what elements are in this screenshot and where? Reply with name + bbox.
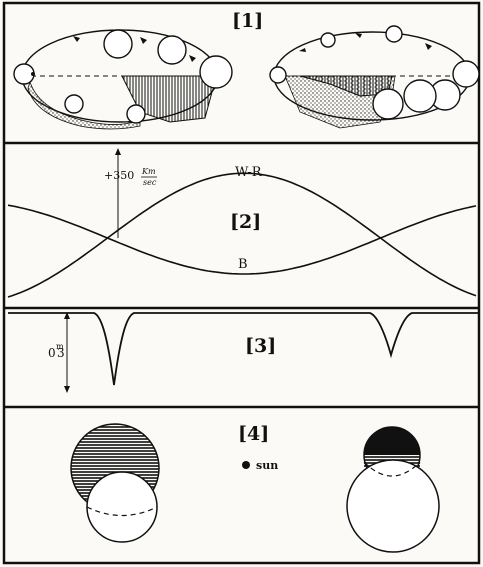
panel-4-eclipse-geometry: [4] sun	[71, 423, 439, 552]
left-orbit-focus	[31, 72, 35, 76]
left-orbit-arrow-2	[140, 37, 147, 44]
curve-b-label: B	[238, 257, 248, 272]
right-orbit-arrow-3	[425, 43, 432, 50]
amplitude-subscript: 3	[57, 346, 65, 360]
velocity-arrow-head	[115, 148, 121, 155]
amplitude-arrow-down	[64, 386, 70, 393]
velocity-unit-bottom: sec	[143, 178, 157, 187]
left-small-star-front	[87, 472, 157, 542]
right-orbit-sketch	[270, 26, 479, 128]
velocity-value-label: +350	[104, 169, 134, 182]
left-orbit-arrow-1	[73, 36, 80, 42]
right-star-top-2	[386, 26, 402, 42]
panel-2-velocity-curves: [2] +350 Km sec W-R B	[8, 148, 476, 297]
sun-dot	[242, 461, 250, 469]
right-orbit-arrow-2	[355, 33, 362, 38]
panel-3-number: [3]	[245, 335, 276, 357]
right-star-apastron	[453, 61, 479, 87]
velocity-unit-top: Km	[141, 167, 156, 176]
right-star-periastron	[270, 67, 286, 83]
right-large-star-front	[347, 460, 439, 552]
left-star-top-2	[158, 36, 186, 64]
left-orbit-arrow-3	[189, 55, 196, 62]
amplitude-main: 0	[48, 346, 56, 360]
right-star-lower-left	[373, 89, 403, 119]
panel-4-number: [4]	[238, 423, 269, 445]
right-small-star-dark-cap	[364, 427, 420, 455]
panel-2-number: [2]	[230, 211, 261, 233]
light-curve-line	[8, 313, 478, 385]
left-orbit-sketch	[14, 30, 232, 129]
left-star-bottom-1	[65, 95, 83, 113]
left-star-bottom-2	[127, 105, 145, 123]
right-orbit-arrow-1	[299, 48, 306, 52]
left-star-top-1	[104, 30, 132, 58]
panel-1-number: [1]	[232, 10, 263, 32]
right-star-top-1	[321, 33, 335, 47]
panel-3-light-curve: [3] 0 m 3	[8, 312, 478, 393]
curve-wolf-rayet	[8, 173, 476, 297]
right-star-lower-mid	[404, 80, 436, 112]
panel-1-orbits: [1]	[14, 10, 479, 129]
left-star-apastron	[200, 56, 232, 88]
sun-label: sun	[256, 459, 278, 472]
curve-wr-label: W-R	[235, 165, 263, 180]
